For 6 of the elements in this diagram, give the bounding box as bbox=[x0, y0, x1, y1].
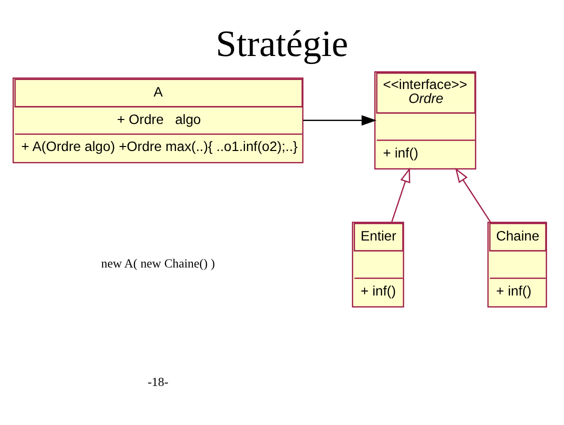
label: new A( new Chaine() ) bbox=[101, 256, 215, 270]
diagram-title: Stratégie bbox=[216, 23, 348, 64]
label: -18- bbox=[148, 374, 168, 388]
arrow bbox=[391, 167, 410, 222]
arrow bbox=[455, 167, 491, 222]
arrow bbox=[303, 114, 377, 126]
